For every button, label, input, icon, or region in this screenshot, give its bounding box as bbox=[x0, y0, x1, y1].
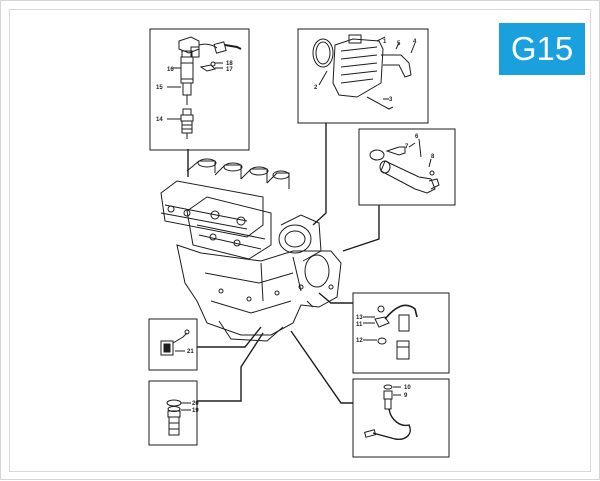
ignition-coil-group bbox=[167, 36, 242, 139]
callout-7: 7 bbox=[405, 144, 409, 150]
callout-16: 16 bbox=[167, 67, 174, 73]
box-temperature-sensor bbox=[352, 378, 450, 458]
switch-group bbox=[160, 329, 190, 356]
callout-21: 21 bbox=[187, 349, 194, 355]
oil-cooler-group bbox=[312, 34, 416, 110]
callout-15: 15 bbox=[156, 85, 163, 91]
callout-13: 13 bbox=[356, 315, 363, 321]
callout-18: 18 bbox=[226, 61, 233, 67]
box-ignition-coil-spark-plug bbox=[149, 28, 250, 151]
callout-1: 1 bbox=[383, 39, 387, 45]
callout-6: 6 bbox=[415, 134, 419, 140]
box-drain-plug bbox=[148, 380, 198, 446]
fuel-pump-group bbox=[369, 138, 440, 194]
callout-5: 5 bbox=[397, 41, 401, 47]
callout-20: 20 bbox=[192, 401, 199, 407]
callout-4: 4 bbox=[413, 39, 417, 45]
drain-plug-group bbox=[166, 399, 191, 436]
temperature-sensor-group bbox=[364, 384, 411, 440]
box-oil-cooler bbox=[297, 28, 429, 124]
callout-3: 3 bbox=[389, 97, 393, 103]
engine-illustration bbox=[160, 158, 342, 342]
callout-8: 8 bbox=[431, 154, 435, 160]
box-sensor-connector bbox=[352, 292, 450, 374]
page-code-badge: G15 bbox=[499, 23, 585, 75]
callout-17: 17 bbox=[226, 67, 233, 73]
sensor-connector-group bbox=[363, 304, 418, 360]
detail-boxes bbox=[148, 28, 456, 458]
callout-11: 11 bbox=[356, 322, 363, 328]
box-switch bbox=[148, 318, 198, 371]
callout-10: 10 bbox=[404, 385, 411, 391]
page-frame bbox=[9, 9, 591, 472]
callout-12: 12 bbox=[356, 338, 363, 344]
callout-2: 2 bbox=[314, 85, 318, 91]
leader-lines bbox=[187, 123, 380, 404]
callout-19: 19 bbox=[192, 408, 199, 414]
callout-14: 14 bbox=[156, 117, 163, 123]
callout-9: 9 bbox=[404, 393, 408, 399]
box-fuel-pump bbox=[358, 128, 456, 206]
